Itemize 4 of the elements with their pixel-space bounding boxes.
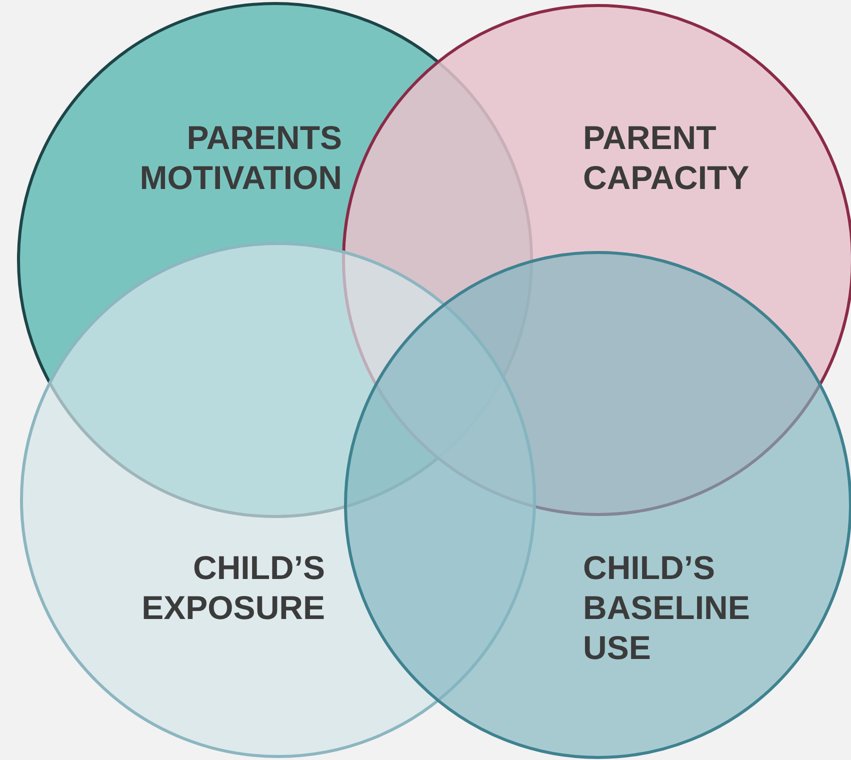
circle-label: CHILD’S EXPOSURE — [140, 548, 325, 628]
circle-label: PARENTS MOTIVATION — [138, 118, 342, 198]
circle-label: PARENT CAPACITY — [583, 118, 750, 198]
circle-label: CHILD’S BASELINE USE — [583, 548, 751, 668]
